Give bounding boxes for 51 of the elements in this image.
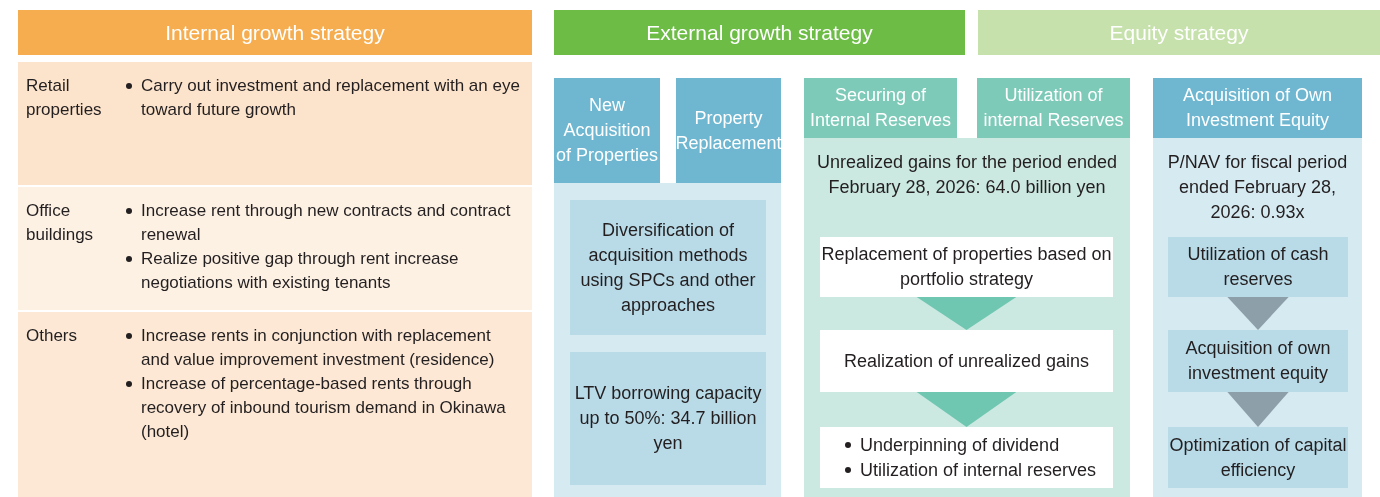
process-box xyxy=(570,200,766,335)
header-title: New Acquisition of Properties xyxy=(554,94,660,167)
header-title: Property Replacement xyxy=(675,106,782,155)
bullet-item: Increase of percentage-based rents through recovery of inbound tourism demand in Okinawa (hotel) xyxy=(141,373,507,443)
chevron-arrow xyxy=(916,297,1017,330)
bullet-item: Underpinning of dividend xyxy=(860,434,1061,457)
header-title: Internal growth strategy xyxy=(165,20,385,45)
table-row xyxy=(18,312,532,497)
panel-background xyxy=(804,138,1130,497)
box-text: Diversification of acquisition methods using SPCs and other approaches xyxy=(579,218,757,317)
table-row xyxy=(18,187,532,310)
bullet-item: Carry out investment and replacement with an eye toward future growth xyxy=(141,75,521,121)
bullet-item: Realize positive gap through rent increase negotiations with existing tenants xyxy=(141,248,460,294)
process-box xyxy=(820,237,1113,297)
box-text: Acquisition of own investment equity xyxy=(1184,337,1332,385)
bullet-item: Increase rents in conjunction with replacement and value improvement investment (residence) xyxy=(141,325,496,371)
chevron-arrow xyxy=(1227,392,1289,427)
table-row xyxy=(18,62,532,185)
box-text: LTV borrowing capacity up to 50%: 34.7 billion yen xyxy=(573,382,763,455)
header-box xyxy=(977,78,1130,138)
header-box xyxy=(676,78,781,183)
header-box xyxy=(804,78,957,138)
process-box xyxy=(1168,330,1348,392)
process-box xyxy=(1168,237,1348,297)
header-band xyxy=(978,10,1380,55)
box-text: Realization of unrealized gains xyxy=(843,349,1090,373)
process-box xyxy=(820,330,1113,392)
header-title: Utilization of internal Reserves xyxy=(982,84,1125,132)
chevron-arrow xyxy=(1227,297,1289,330)
header-title: Acquisition of Own Investment Equity xyxy=(1181,84,1334,132)
header-box xyxy=(554,78,660,183)
row-label: Office buildings xyxy=(26,200,95,246)
chevron-arrow xyxy=(916,392,1017,427)
header-title: Securing of Internal Reserves xyxy=(808,84,953,132)
panel-text: Unrealized gains for the period ended February 28, 2026: 64.0 billion yen xyxy=(815,151,1119,199)
process-box xyxy=(570,352,766,485)
box-text: Utilization of cash reserves xyxy=(1186,243,1330,291)
panel-text: P/NAV for fiscal period ended February 28, 2026: 0.93x xyxy=(1166,151,1349,224)
header-title: Equity strategy xyxy=(1109,20,1249,45)
header-band xyxy=(18,10,532,55)
row-label: Others xyxy=(26,325,79,347)
process-box xyxy=(820,427,1113,488)
header-band xyxy=(554,10,965,55)
process-box xyxy=(1168,427,1348,488)
row-label: Retail properties xyxy=(26,75,103,121)
box-text: Replacement of properties based on portfolio strategy xyxy=(820,243,1113,291)
box-text: Optimization of capital efficiency xyxy=(1168,433,1348,482)
bullet-item: Utilization of internal reserves xyxy=(860,459,1098,482)
header-box xyxy=(1153,78,1362,138)
header-title: External growth strategy xyxy=(646,20,873,45)
bullet-item: Increase rent through new contracts and contract renewal xyxy=(141,200,512,246)
